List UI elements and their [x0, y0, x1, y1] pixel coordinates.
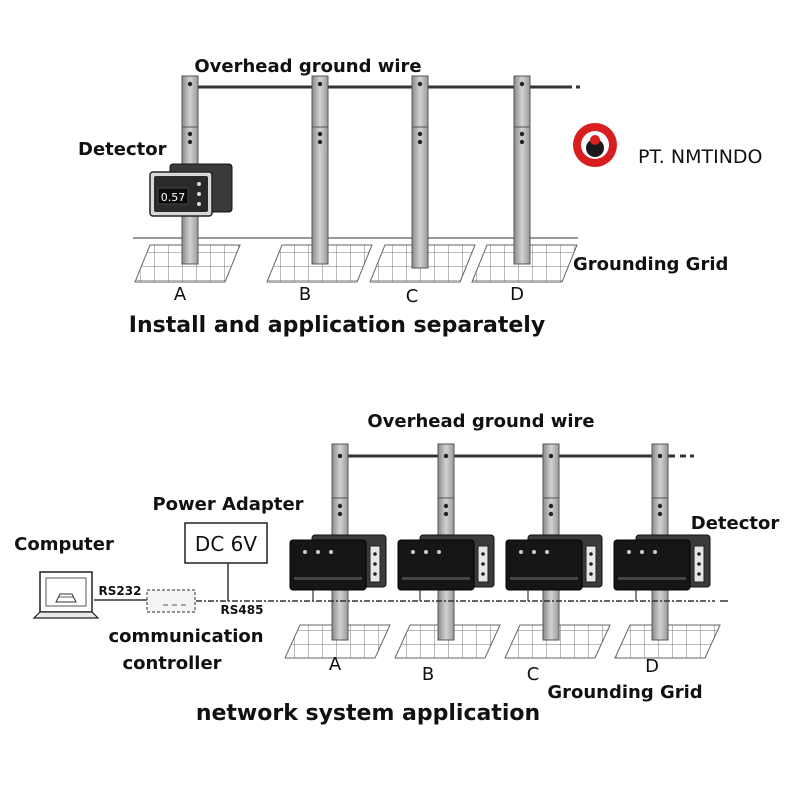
controller-label-line2: controller [122, 653, 221, 674]
top-pole-label-d: D [510, 284, 524, 305]
bottom-detector-label: Detector [691, 513, 780, 534]
top-section: 0.57 Overhead ground wire Detector Groun… [78, 56, 728, 338]
bottom-pole-label-c: C [527, 664, 540, 685]
bottom-grid-d [614, 624, 721, 659]
power-adapter-label: Power Adapter [152, 494, 303, 515]
controller-label-line1: communication [108, 626, 263, 647]
rs485-label: RS485 [221, 603, 264, 617]
bottom-pole-label-a: A [329, 654, 342, 675]
bottom-grounding-label: Grounding Grid [547, 682, 702, 703]
power-adapter-box [184, 522, 268, 564]
bottom-pole-label-b: B [422, 664, 434, 685]
top-pole-c [411, 75, 429, 269]
top-caption: Install and application separately [129, 313, 545, 338]
top-pole-b [311, 75, 329, 265]
top-detector-display: 0.57 [161, 191, 186, 204]
brand-logo-icon [573, 123, 617, 167]
top-grounding-label: Grounding Grid [573, 254, 728, 275]
computer-icon [32, 571, 100, 619]
bottom-detector-d [613, 534, 711, 591]
top-pole-label-b: B [299, 284, 311, 305]
computer-label: Computer [14, 534, 114, 555]
brand-name: PT. NMTINDO [638, 146, 763, 168]
top-pole-d [513, 75, 531, 265]
bottom-wire-label: Overhead ground wire [367, 411, 594, 432]
bottom-detector-b [397, 534, 495, 591]
bottom-pole-label-d: D [645, 656, 659, 677]
power-adapter-value: DC 6V [195, 532, 257, 556]
top-pole-label-c: C [406, 286, 419, 307]
bottom-grid-c [504, 624, 611, 659]
top-wire-label: Overhead ground wire [194, 56, 421, 77]
communication-controller-box [146, 589, 196, 613]
bottom-detector-a [289, 534, 387, 591]
rs232-label: RS232 [99, 584, 142, 598]
top-detector-device: 0.57 [149, 163, 233, 217]
bottom-grid-b [394, 624, 501, 659]
top-pole-label-a: A [174, 284, 187, 305]
bottom-detector-c [505, 534, 603, 591]
brand: PT. NMTINDO [573, 123, 763, 168]
bottom-grid-a [284, 624, 391, 659]
bottom-section: DC 6V Power Adapter communication contro… [14, 411, 779, 726]
top-detector-label: Detector [78, 139, 167, 160]
bottom-caption: network system application [196, 701, 540, 726]
